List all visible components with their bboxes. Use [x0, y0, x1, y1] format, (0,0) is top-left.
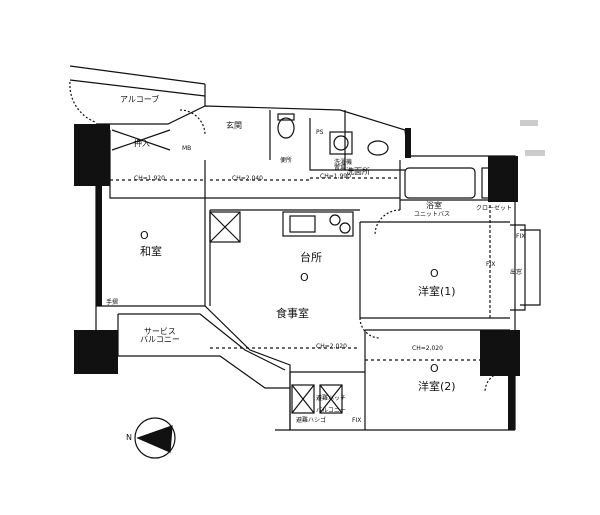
ps-label: PS [316, 129, 324, 136]
ch-hall: CH=2,040 [232, 175, 263, 182]
washitsu-label: 和室 [140, 245, 162, 258]
dining-mark: O [300, 271, 309, 284]
bathroom-label: 浴室 [426, 201, 442, 210]
escape-hatch-label: 避難ハッチ [316, 395, 347, 402]
youshitsu1-label: 洋室(1) [418, 285, 456, 298]
senmenjo-label: 洗面所 [346, 167, 370, 176]
ch-youshitsu2: CH=2,020 [412, 345, 443, 352]
alcove-label: アルコーブ [120, 95, 160, 104]
washer-space-label: 洗濯機 置場 [334, 159, 353, 172]
compass [134, 417, 176, 459]
youshitsu1-mark: O [430, 267, 439, 280]
mb-label: MB [182, 145, 192, 152]
ch-washitsu: CH=1,920 [134, 175, 165, 182]
structural-columns [74, 124, 520, 430]
washitsu-mark: O [140, 229, 149, 242]
closet-label: クローゼット [476, 205, 513, 212]
dining-label: 食事室 [276, 307, 309, 320]
balcony-label: バルコニー [316, 407, 346, 414]
unit-bath-label: ユニットバス [414, 211, 451, 218]
bay-window-label: 出窓 [510, 269, 523, 276]
fix-label-1: FIX [486, 261, 496, 268]
fix-label-2: FIX [516, 233, 526, 240]
fix-label-3: FIX [352, 417, 362, 424]
alcove-door-swing [69, 81, 96, 123]
escape-ladder-label: 避難ハシゴ [296, 417, 327, 424]
north-label: N [126, 433, 132, 442]
outer-wall-top [96, 105, 409, 157]
tesuri-label: 手摺 [106, 299, 119, 306]
youshitsu2-label: 洋室(2) [418, 380, 456, 393]
alcove-wall [69, 65, 206, 85]
oshiire-label: 押入 [134, 139, 150, 148]
benjo-label: 便所 [280, 157, 293, 164]
kitchen-label: 台所 [300, 251, 322, 264]
ch-senmen: CH=1,990 [320, 173, 351, 180]
youshitsu2-mark: O [430, 362, 439, 375]
service-balcony-label: サービス バルコニー [140, 327, 180, 344]
ch-dining: CH=2,020 [316, 343, 347, 350]
genkan-label: 玄関 [226, 121, 242, 130]
